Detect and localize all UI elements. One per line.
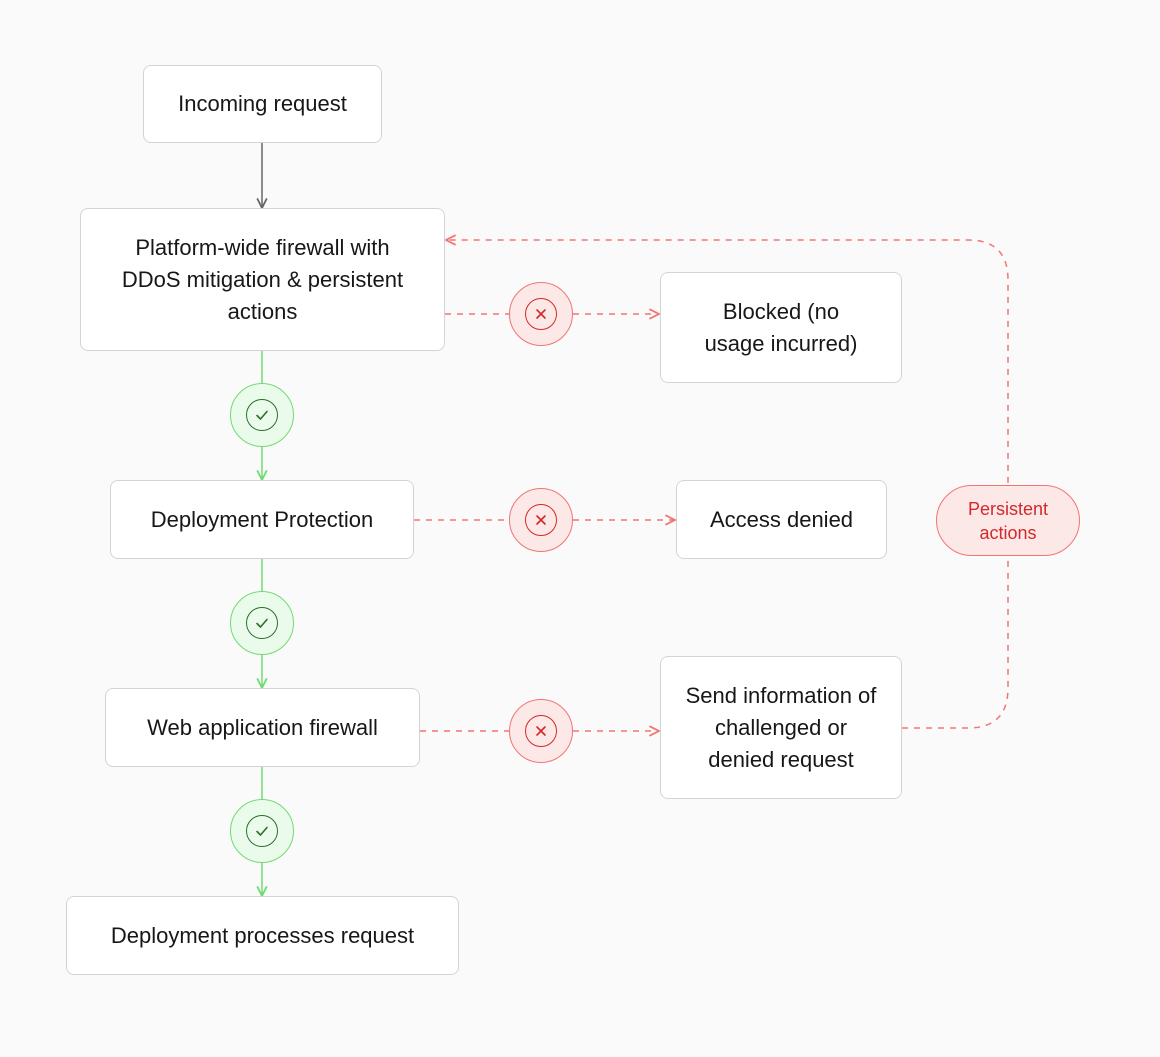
node-deployment-processes-request: Deployment processes request <box>66 896 459 975</box>
node-blocked: Blocked (no usage incurred) <box>660 272 902 383</box>
pass-badge-waf <box>230 799 294 863</box>
node-incoming-request: Incoming request <box>143 65 382 143</box>
fail-badge-deployment-protection <box>509 488 573 552</box>
check-icon <box>246 815 278 847</box>
node-access-denied: Access denied <box>676 480 887 559</box>
fail-badge-waf <box>509 699 573 763</box>
node-platform-firewall: Platform-wide firewall with DDoS mitigat… <box>80 208 445 351</box>
fail-badge-firewall <box>509 282 573 346</box>
check-icon <box>246 399 278 431</box>
pass-badge-deployment-protection <box>230 591 294 655</box>
check-icon <box>246 607 278 639</box>
x-icon <box>525 715 557 747</box>
persistent-actions-label: Persistent actions <box>936 485 1080 556</box>
node-send-information: Send information of challenged or denied… <box>660 656 902 799</box>
x-icon <box>525 298 557 330</box>
node-web-application-firewall: Web application firewall <box>105 688 420 767</box>
x-icon <box>525 504 557 536</box>
persistent-actions-text: Persistent actions <box>967 498 1049 543</box>
pass-badge-firewall <box>230 383 294 447</box>
node-deployment-protection: Deployment Protection <box>110 480 414 559</box>
